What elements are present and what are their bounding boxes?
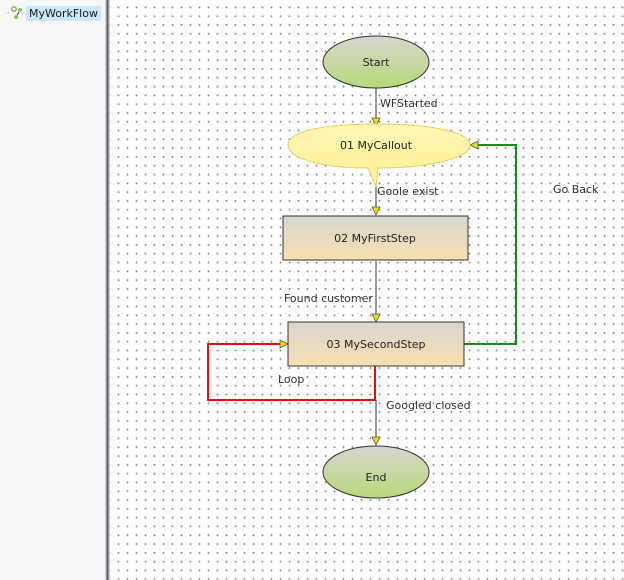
panel-splitter[interactable]	[104, 0, 110, 580]
arrowhead-icon	[371, 313, 381, 323]
node-second-step-label: 03 MySecondStep	[326, 338, 425, 351]
arrowhead-icon	[279, 339, 289, 349]
label-goole-exist[interactable]: Goole exist	[377, 185, 439, 198]
connector-go-back[interactable]	[464, 144, 517, 345]
label-googled-closed[interactable]: Googled closed	[386, 399, 471, 412]
arrowhead-icon	[371, 206, 381, 216]
label-go-back[interactable]: Go Back	[553, 183, 599, 196]
node-end-label: End	[366, 471, 387, 484]
tree-item-label: MyWorkFlow	[26, 5, 101, 21]
node-end[interactable]: End	[322, 445, 430, 499]
node-start-label: Start	[363, 56, 391, 69]
node-first-step-label: 02 MyFirstStep	[334, 232, 416, 245]
node-second-step[interactable]: 03 MySecondStep	[287, 321, 465, 367]
node-start[interactable]: Start	[322, 35, 430, 89]
label-loop[interactable]: Loop	[278, 373, 304, 386]
workflow-icon	[6, 6, 22, 19]
node-callout[interactable]: 01 MyCallout	[287, 123, 471, 188]
arrowhead-icon	[371, 117, 381, 127]
node-callout-label: 01 MyCallout	[340, 139, 413, 152]
label-wfstarted[interactable]: WFStarted	[380, 97, 438, 110]
node-first-step[interactable]: 02 MyFirstStep	[282, 215, 469, 261]
label-found-customer[interactable]: Found customer	[284, 292, 373, 305]
tree-item-myworkflow[interactable]: MyWorkFlow	[4, 4, 101, 22]
connector-loop[interactable]	[207, 343, 376, 401]
arrowhead-icon	[371, 436, 381, 446]
arrowhead-icon	[469, 140, 479, 150]
workflow-tree-panel: MyWorkFlow	[0, 0, 104, 580]
